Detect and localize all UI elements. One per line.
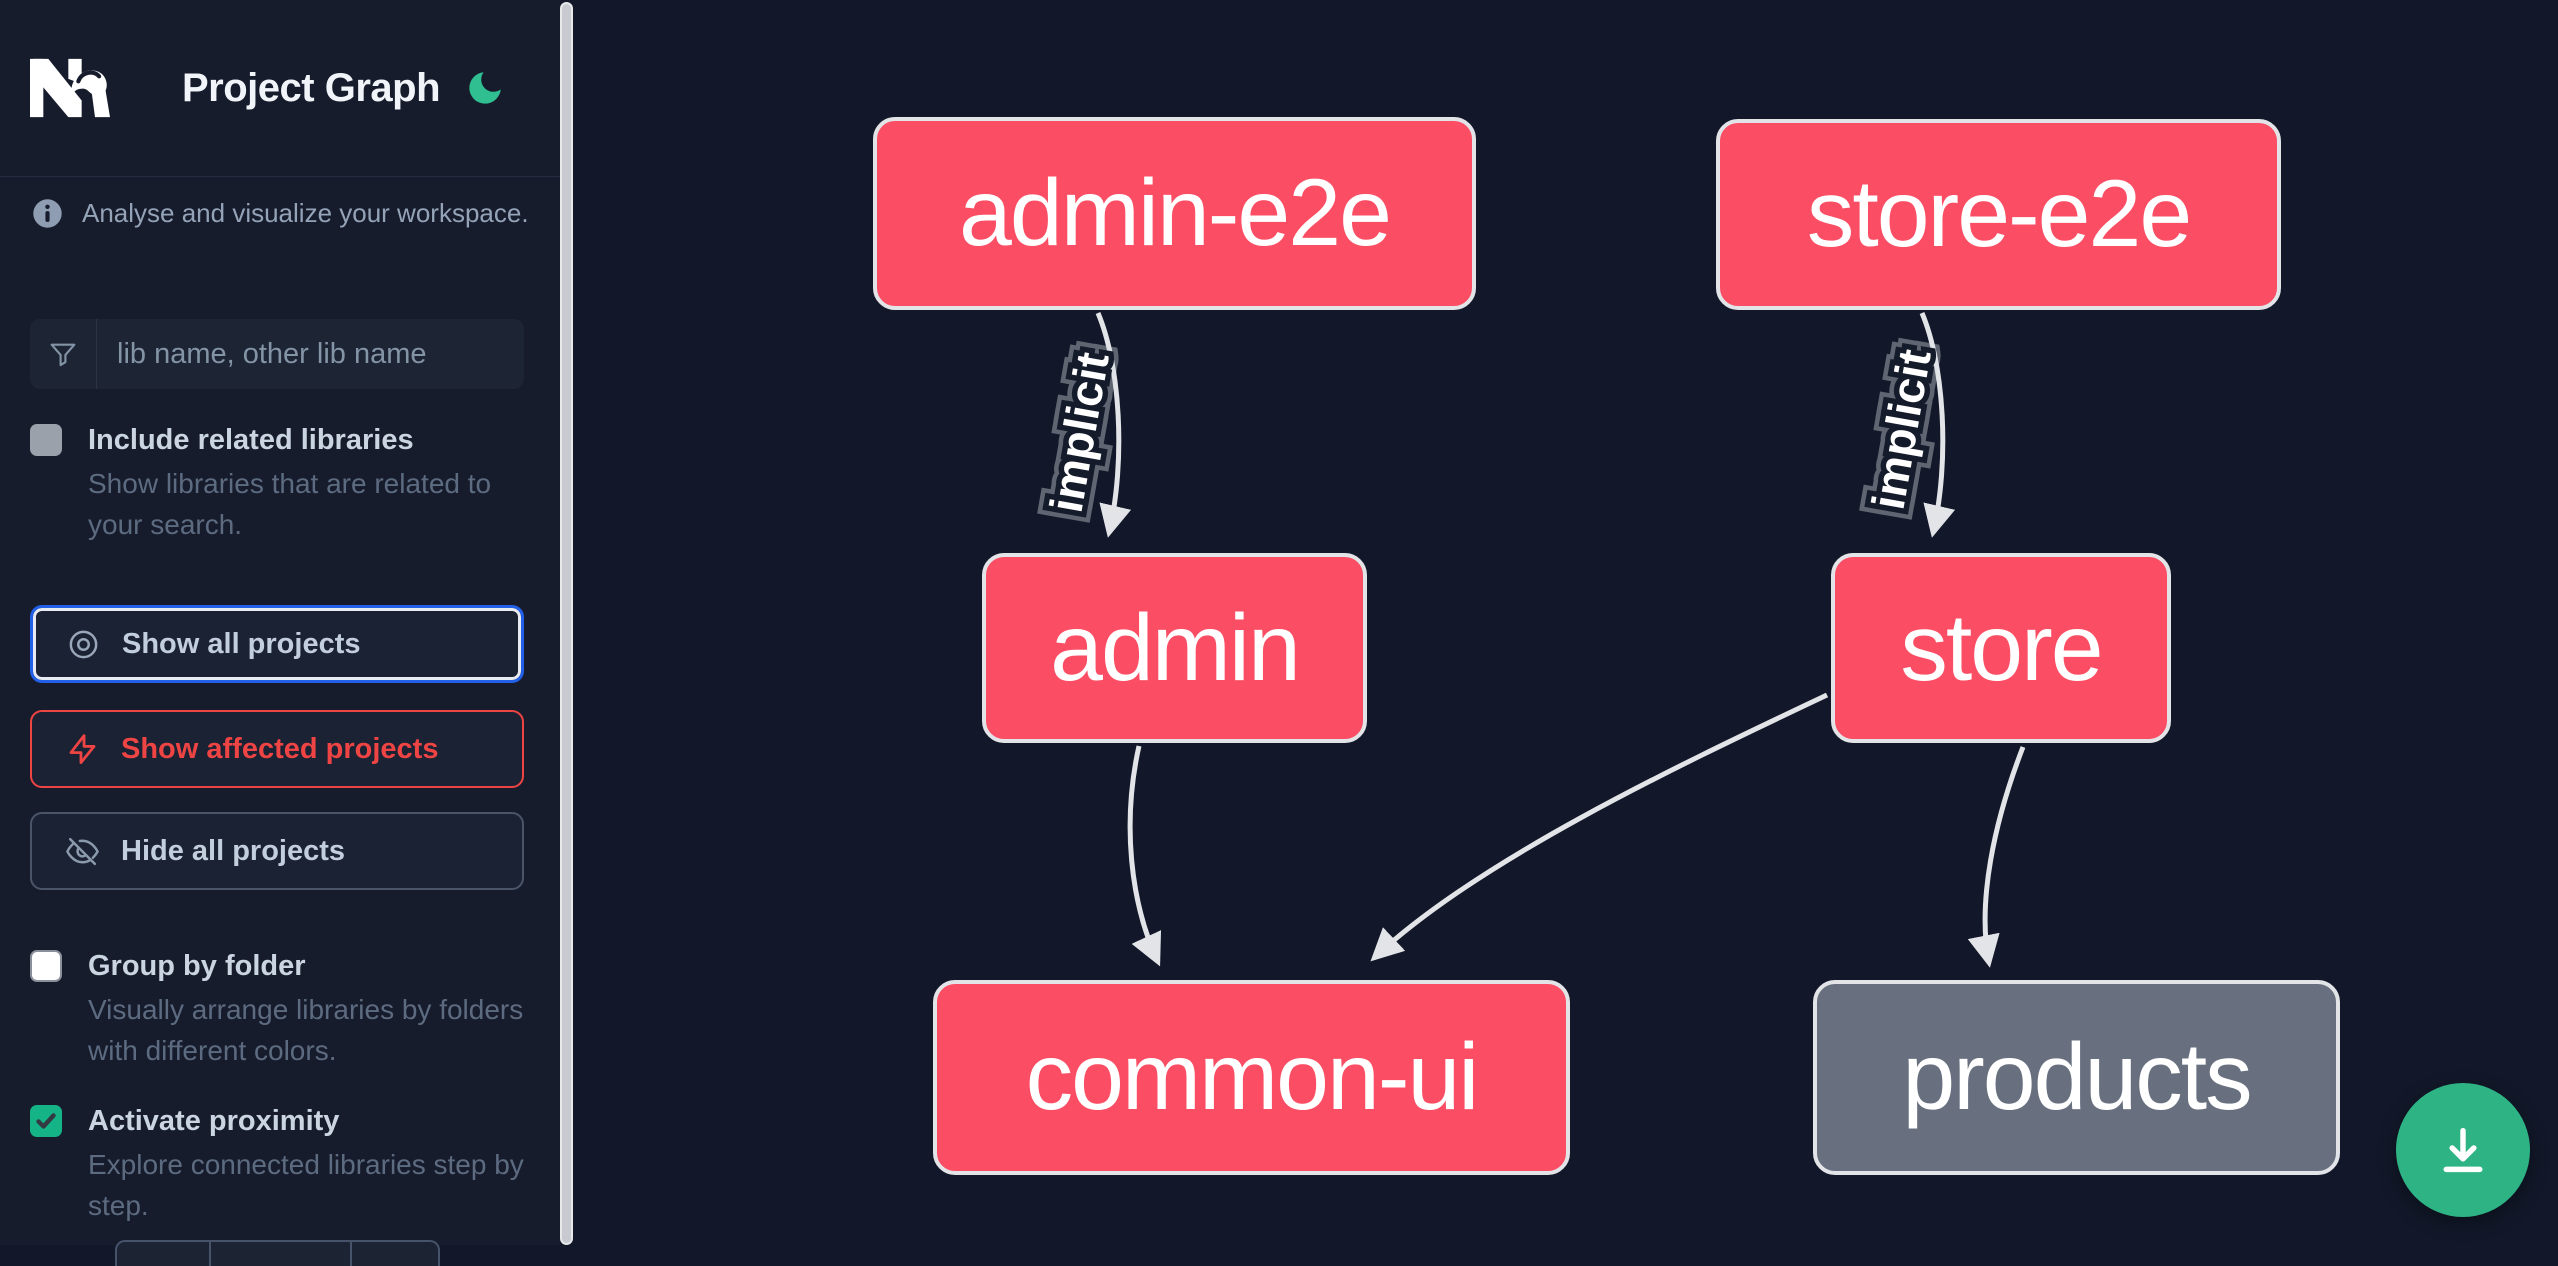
edge-store-to-common-ui (1370, 692, 1829, 962)
search-box (30, 319, 524, 389)
search-input[interactable] (97, 319, 524, 389)
toggle-label: Include related libraries (88, 424, 414, 456)
edge-label-implicit-1: implicit implicit implicit (1030, 339, 1129, 527)
info-icon (33, 199, 62, 228)
bolt-icon (69, 733, 96, 764)
activate-proximity-checkbox[interactable] (30, 1105, 62, 1137)
edge-store-to-products (1967, 746, 2026, 968)
toggle-label: Activate proximity (88, 1105, 340, 1137)
graph-node-store-e2e[interactable]: store-e2e (1716, 119, 2281, 310)
toggle-description: Explore connected libraries step by step… (88, 1149, 524, 1221)
toggle-group-by-folder: Group by folder Visually arrange librari… (30, 948, 540, 1071)
show-affected-projects-button[interactable]: Show affected projects (30, 710, 524, 788)
moon-icon (469, 72, 501, 104)
proximity-stepper (115, 1240, 440, 1266)
svg-text:implicit: implicit (1040, 349, 1119, 517)
filter-icon-cell (30, 319, 97, 389)
svg-text:implicit: implicit (1862, 346, 1941, 514)
sidebar-header: Project Graph (0, 0, 560, 177)
eye-icon (69, 630, 98, 658)
toggle-include-related: Include related libraries Show libraries… (30, 422, 540, 545)
tagline-row: Analyse and visualize your workspace. (32, 198, 536, 229)
graph-node-admin[interactable]: admin (982, 553, 1367, 743)
edge-admin-to-common-ui (1127, 745, 1162, 967)
hide-all-projects-button[interactable]: Hide all projects (30, 812, 524, 890)
download-image-button[interactable] (2396, 1083, 2530, 1217)
nx-logo-icon (30, 58, 110, 118)
eye-off-icon (66, 837, 99, 865)
include-related-checkbox[interactable] (30, 424, 62, 456)
stepper-value (211, 1242, 352, 1266)
edge-label-implicit-2: implicit implicit implicit (1852, 336, 1951, 524)
toggle-description: Visually arrange libraries by folders wi… (88, 994, 524, 1066)
group-by-folder-checkbox[interactable] (30, 950, 62, 982)
edge-admin-e2e-to-admin (1095, 312, 1132, 538)
tagline-text: Analyse and visualize your workspace. (82, 198, 529, 228)
show-all-projects-label: Show all projects (122, 627, 361, 660)
checkmark-icon (36, 1113, 56, 1129)
graph-node-store[interactable]: store (1831, 553, 2171, 743)
filter-icon (50, 343, 76, 367)
toggle-description: Show libraries that are related to your … (88, 468, 492, 540)
graph-node-common-ui[interactable]: common-ui (933, 980, 1570, 1175)
edge-store-e2e-to-store (1919, 312, 1956, 538)
graph-node-admin-e2e[interactable]: admin-e2e (873, 117, 1476, 310)
show-affected-projects-label: Show affected projects (121, 732, 439, 765)
graph-node-products[interactable]: products (1813, 980, 2340, 1175)
download-icon (2443, 1127, 2483, 1173)
hide-all-projects-label: Hide all projects (121, 834, 346, 867)
toggle-label: Group by folder (88, 950, 306, 982)
page-title: Project Graph (182, 65, 441, 110)
sidebar-scrollbar-thumb[interactable] (560, 2, 573, 1245)
stepper-decrement-button[interactable] (117, 1242, 211, 1266)
show-all-projects-button[interactable]: Show all projects (30, 605, 524, 683)
sidebar: Project Graph Analyse and visualize your… (0, 0, 560, 1266)
toggle-activate-proximity: Activate proximity Explore connected lib… (30, 1103, 540, 1226)
dark-mode-toggle[interactable] (464, 67, 506, 109)
